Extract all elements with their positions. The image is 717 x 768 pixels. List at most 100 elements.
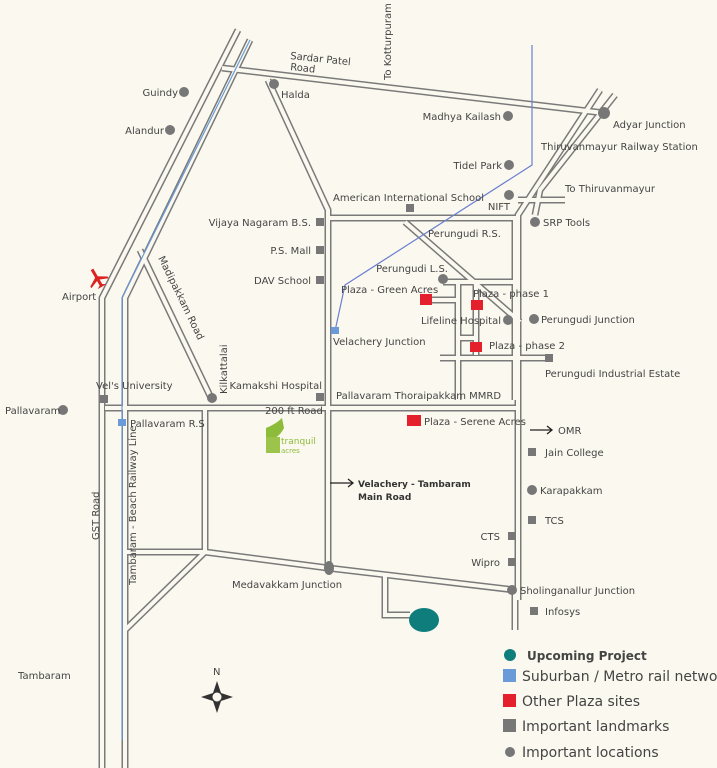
location-marker[interactable]: [324, 561, 334, 575]
svg-text:tranquil: tranquil: [281, 437, 316, 447]
location-label: Pallavaram: [5, 406, 60, 417]
location-label: Perungudi Junction: [541, 315, 635, 326]
metro-rail-line: [334, 45, 533, 332]
location-marker[interactable]: [598, 107, 610, 119]
landmark-marker[interactable]: [100, 395, 108, 403]
landmark-label: Infosys: [545, 607, 580, 618]
legend-label: Important landmarks: [522, 719, 669, 735]
rail-station-marker[interactable]: [331, 327, 339, 334]
location-marker[interactable]: [507, 585, 517, 595]
landmark-marker[interactable]: [508, 558, 516, 566]
location-markers: [58, 79, 610, 595]
rail-station-marker[interactable]: [118, 419, 126, 426]
location-marker[interactable]: [530, 217, 540, 227]
airport-label: Airport: [62, 292, 96, 303]
landmark-label: DAV School: [254, 276, 311, 287]
plaza-label: Plaza - phase 1: [473, 289, 549, 300]
tranquil-acres-logo: tranquil acres: [266, 418, 316, 455]
landmark-markers: [100, 204, 553, 615]
landmark-legend-icon: [503, 719, 516, 732]
road: [328, 216, 517, 400]
plaza-label: Plaza - Green Acres: [341, 285, 438, 296]
plaza-label: Plaza - Serene Acres: [424, 417, 526, 428]
landmark-label: Vel's University: [96, 381, 173, 392]
location-marker[interactable]: [529, 314, 539, 324]
landmark-label: American International School: [333, 193, 484, 204]
location-label: SRP Tools: [543, 218, 590, 229]
location-marker[interactable]: [503, 315, 513, 325]
road: [533, 93, 617, 216]
landmark-marker[interactable]: [530, 607, 538, 615]
legend-label: Other Plaza sites: [522, 694, 640, 710]
landmark-marker[interactable]: [316, 276, 324, 284]
arrow-icon: [330, 478, 355, 488]
landmark-label: Wipro: [471, 558, 500, 569]
location-marker[interactable]: [207, 393, 217, 403]
road-label: To Kotturpuram: [383, 3, 394, 81]
road: [221, 66, 605, 115]
location-marker[interactable]: [179, 87, 189, 97]
road-label: OMR: [558, 426, 581, 437]
landmark-label: TCS: [544, 516, 564, 527]
road-label: Velachery - Tambaram: [358, 480, 471, 490]
road-label: 200 ft Road: [265, 406, 323, 417]
road-label: Pallavaram Thoraipakkam MMRD: [336, 391, 501, 402]
plaza-markers: [407, 294, 483, 426]
location-label: Medavakkam Junction: [232, 580, 342, 591]
location-marker[interactable]: [269, 79, 279, 89]
road: [138, 249, 214, 401]
plaza-marker[interactable]: [471, 300, 483, 310]
location-marker[interactable]: [503, 111, 513, 121]
legend-label: Upcoming Project: [527, 649, 647, 663]
road-label: Tambaram - Beach Railway Line: [128, 425, 139, 586]
place-label: Tambaram: [17, 671, 71, 682]
landmark-marker[interactable]: [316, 218, 324, 226]
location-marker[interactable]: [504, 160, 514, 170]
landmark-label: Jain College: [544, 448, 604, 459]
arrow-icon: [530, 425, 554, 435]
rail-station-label: Pallavaram R.S: [130, 419, 205, 430]
location-label: Lifeline Hospital: [421, 316, 501, 327]
landmark-marker[interactable]: [528, 448, 536, 456]
road-label: Thiruvanmayur Railway Station: [540, 142, 698, 153]
landmark-label: P.S. Mall: [270, 246, 311, 257]
suburban-rail-line: [121, 39, 251, 740]
location-marker[interactable]: [58, 405, 68, 415]
road-label: GST Road: [91, 492, 102, 540]
upcoming-project-legend-icon: [504, 649, 516, 661]
road-network: [98, 28, 618, 768]
landmark-marker[interactable]: [508, 532, 516, 540]
rail-station-label: Velachery Junction: [333, 337, 426, 348]
plaza-marker[interactable]: [407, 415, 421, 426]
location-label: Adyar Junction: [613, 120, 686, 131]
plaza-label: Plaza - phase 2: [489, 341, 565, 352]
location-label: Karapakkam: [540, 486, 603, 497]
landmark-marker[interactable]: [406, 204, 414, 212]
road-label: Perungudi R.S.: [428, 229, 501, 240]
landmark-marker[interactable]: [316, 246, 324, 254]
upcoming-project-marker[interactable]: [409, 608, 439, 632]
road: [266, 79, 330, 568]
location-marker[interactable]: [527, 485, 537, 495]
location-marker[interactable]: [438, 274, 448, 284]
location-marker[interactable]: [504, 190, 514, 200]
location-label: Perungudi L.S.: [376, 264, 448, 275]
plaza-marker[interactable]: [470, 342, 482, 352]
location-marker[interactable]: [165, 125, 175, 135]
plaza-marker[interactable]: [420, 294, 432, 305]
landmark-marker[interactable]: [316, 393, 324, 401]
landmark-marker[interactable]: [545, 354, 553, 362]
road: [516, 88, 602, 600]
road: [123, 550, 207, 632]
compass-icon: [201, 681, 233, 713]
road: [100, 29, 240, 768]
location-label: NIFT: [488, 202, 511, 213]
landmark-marker[interactable]: [528, 516, 536, 524]
metro-legend-icon: [503, 669, 516, 682]
location-legend-icon: [505, 747, 515, 757]
location-label: Tidel Park: [452, 161, 502, 172]
landmark-label: Vijaya Nagaram B.S.: [209, 218, 311, 229]
road: [403, 220, 522, 324]
legend-label: Suburban / Metro rail network: [522, 669, 717, 685]
